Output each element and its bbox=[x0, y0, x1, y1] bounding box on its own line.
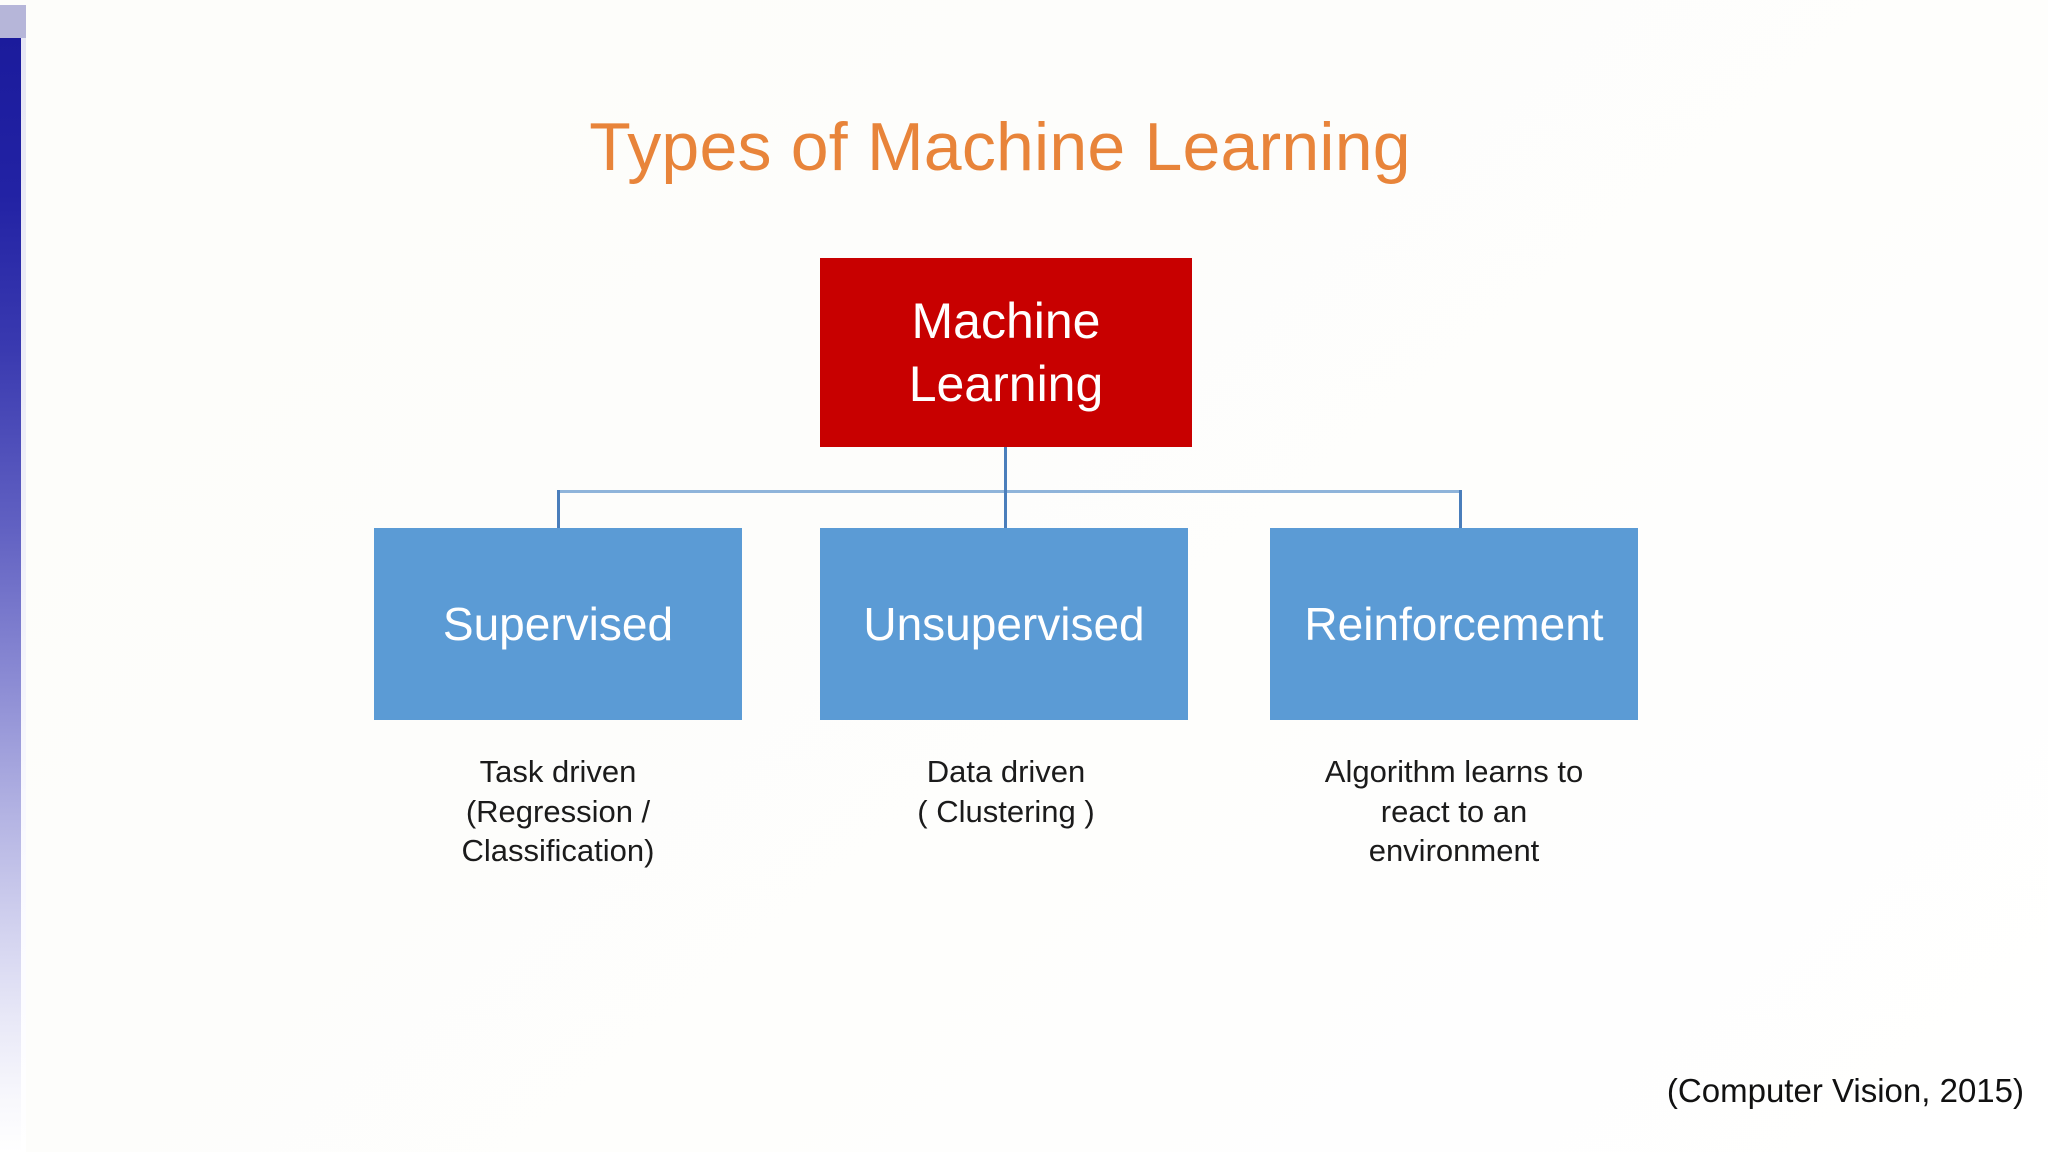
connector-drop-reinforcement bbox=[1459, 490, 1462, 528]
caption-reinforcement: Algorithm learns to react to an environm… bbox=[1324, 754, 1584, 869]
connector-horizontal-rail bbox=[557, 490, 1462, 493]
node-unsupervised: Unsupervised bbox=[820, 528, 1188, 720]
node-machine-learning-label: Machine Learning bbox=[909, 290, 1104, 415]
source-credit: (Computer Vision, 2015) bbox=[1666, 1072, 2024, 1109]
connector-drop-supervised bbox=[557, 490, 560, 528]
left-accent-block bbox=[0, 5, 26, 39]
left-accent-edge bbox=[21, 38, 26, 1152]
node-label-line-2: Learning bbox=[908, 355, 1104, 412]
left-accent-gradient-bar bbox=[0, 38, 21, 1152]
caption-supervised: Task driven (Regression / Classification… bbox=[461, 754, 655, 869]
caption-unsupervised: Data driven ( Clustering ) bbox=[917, 754, 1095, 829]
node-machine-learning: Machine Learning bbox=[820, 258, 1192, 447]
page-title: Types of Machine Learning bbox=[589, 109, 1411, 185]
connector-root-stem bbox=[1004, 447, 1007, 492]
connector-drop-unsupervised bbox=[1004, 490, 1007, 528]
node-unsupervised-label: Unsupervised bbox=[863, 597, 1145, 650]
node-reinforcement: Reinforcement bbox=[1270, 528, 1638, 720]
node-supervised: Supervised bbox=[374, 528, 742, 720]
node-label-line-1: Machine bbox=[911, 293, 1101, 349]
node-reinforcement-label: Reinforcement bbox=[1304, 597, 1604, 650]
node-supervised-label: Supervised bbox=[442, 597, 674, 650]
